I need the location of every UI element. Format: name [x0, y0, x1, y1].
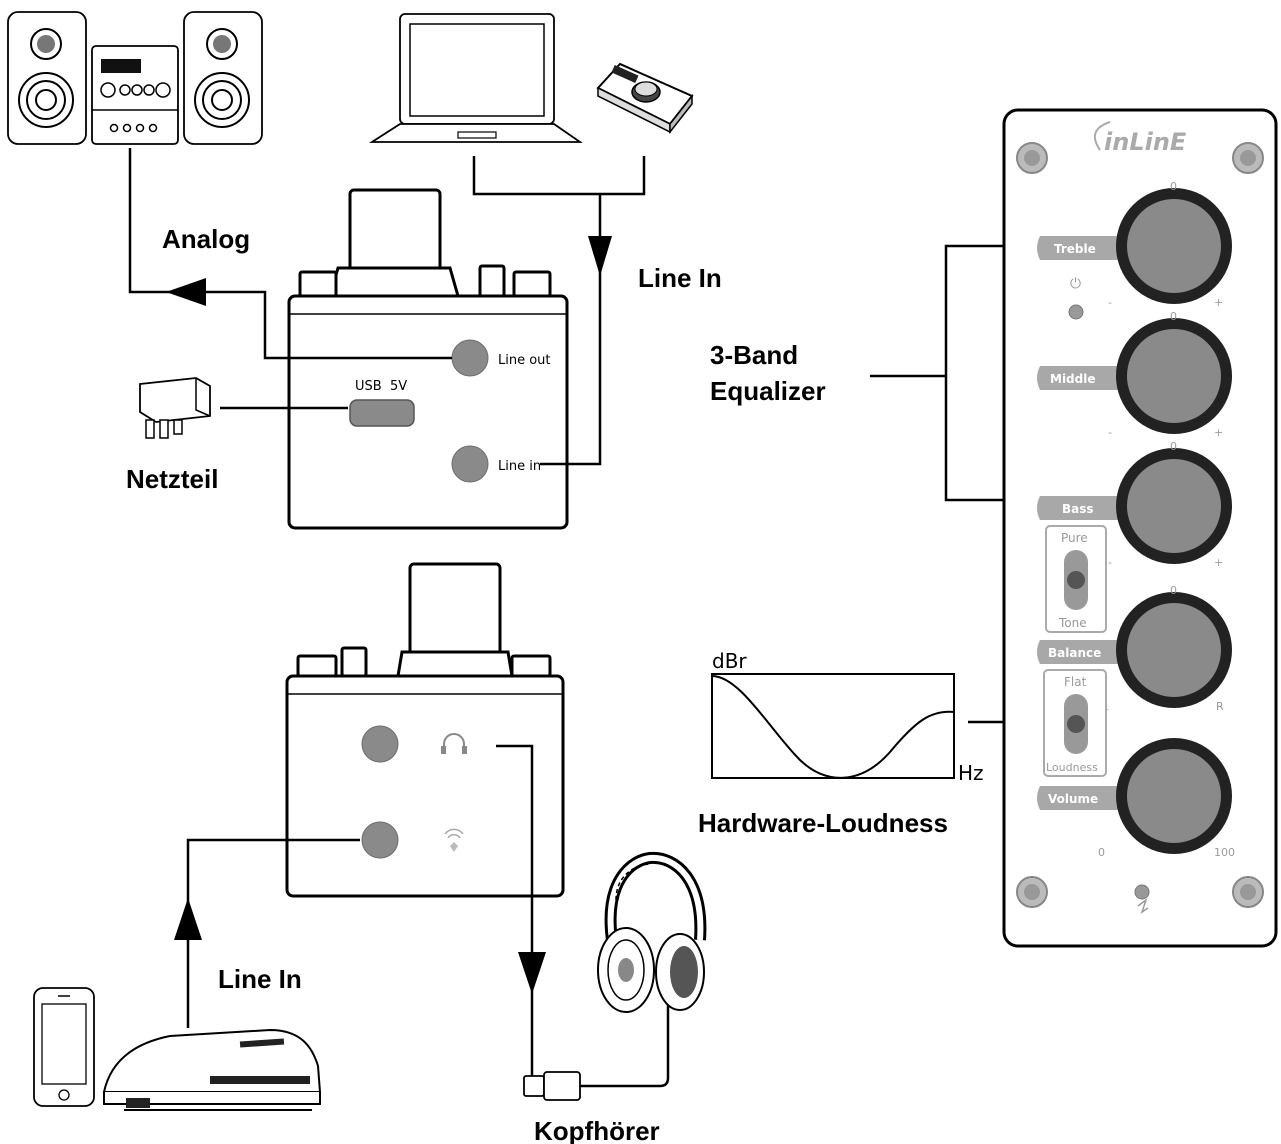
usb-dac-icon [596, 62, 694, 135]
game-console-icon [102, 1028, 322, 1111]
knob-volume[interactable]: Volume 0 100 [1037, 738, 1235, 859]
headphone-plug-icon [523, 1071, 581, 1101]
switch-loudness-label: Loudness [1046, 761, 1098, 774]
knob-middle-top: 0 [1170, 310, 1177, 323]
loudness-curve [711, 675, 955, 779]
knob-bass-max: + [1214, 556, 1223, 569]
knob-treble[interactable]: Treble 0 - + [1037, 180, 1232, 309]
status-led [1134, 884, 1150, 900]
switch-tone-label: Tone [1058, 616, 1087, 630]
knob-treble-max: + [1214, 296, 1223, 309]
knob-middle-min: - [1108, 426, 1112, 439]
laptop-icon [368, 13, 583, 143]
loudness-graph: dBr Hz [711, 649, 1046, 785]
cables-bottom [174, 744, 670, 1088]
screw-icon [1232, 876, 1264, 908]
knob-bass[interactable]: Bass 0 - + [1037, 440, 1232, 569]
headphone-cord [580, 990, 670, 1088]
equalizer-label-line2: Equalizer [710, 376, 826, 406]
equalizer-bracket [870, 244, 1046, 502]
dbr-axis-label: dBr [712, 649, 747, 673]
line-in-jack [451, 445, 489, 483]
screw-icon [1016, 876, 1048, 908]
knob-volume-min: 0 [1098, 846, 1105, 859]
analog-label: Analog [162, 224, 250, 254]
power-led [1068, 304, 1084, 320]
line-in-bottom-cable [186, 838, 360, 1028]
kopfhoerer-label: Kopfhörer [534, 1116, 660, 1144]
amplifier-device-top: Line out Line in USB 5V [287, 188, 569, 530]
smartphone-icon [33, 987, 95, 1107]
line-out-label: Line out [498, 353, 551, 368]
knob-balance-top: 0 [1170, 584, 1177, 597]
headphone-arrow [518, 952, 546, 994]
amplifier-device-bottom [285, 562, 565, 898]
knob-volume-label: Volume [1048, 792, 1098, 806]
switch-pure-tone[interactable]: Pure Tone [1045, 525, 1107, 633]
bluetooth-flash-icon [1137, 897, 1149, 914]
line-in-arrow-bottom [174, 898, 202, 940]
knob-balance[interactable]: Balance 0 L R [1037, 584, 1232, 713]
knob-bass-label: Bass [1062, 502, 1094, 516]
hardware-loudness-label: Hardware-Loudness [698, 808, 948, 838]
usb-c-port [349, 399, 415, 427]
line-in-top-label: Line In [638, 263, 722, 293]
analog-arrow [166, 278, 206, 306]
screw-icon [1016, 142, 1048, 174]
netzteil-label: Netzteil [126, 464, 218, 494]
analog-cable [128, 148, 452, 360]
knob-balance-max: R [1216, 700, 1224, 713]
knob-bass-min: - [1108, 556, 1112, 569]
line-in-source-cable [472, 156, 646, 196]
cables-top [128, 148, 646, 466]
brand-logo: inLinE [1104, 128, 1187, 156]
usb-5v-label: USB 5V [355, 379, 407, 394]
knob-treble-top: 0 [1170, 180, 1177, 193]
headphone-jack [361, 725, 399, 763]
hz-axis-label: Hz [958, 761, 984, 785]
equalizer-label-line1: 3-Band [710, 340, 798, 370]
line-in-cable [540, 194, 602, 466]
line-in-bottom-label: Line In [218, 964, 302, 994]
headphones-icon [597, 851, 707, 1013]
knob-middle-max: + [1214, 426, 1223, 439]
switch-flat-label: Flat [1064, 675, 1087, 689]
line-in-label: Line in [498, 459, 541, 474]
power-adapter-icon [139, 377, 211, 439]
knob-bass-top: 0 [1170, 440, 1177, 453]
switch-pure-label: Pure [1061, 531, 1088, 545]
line-out-jack [451, 339, 489, 377]
line-in-arrow-top [588, 236, 612, 276]
stereo-system-icon [7, 11, 263, 145]
screw-icon [1232, 142, 1264, 174]
input-small-icon [444, 828, 464, 852]
aux-in-jack [361, 821, 399, 859]
switch-flat-loudness[interactable]: Flat Loudness [1043, 669, 1107, 777]
headphones-small-icon [441, 733, 467, 754]
knob-treble-min: - [1108, 296, 1112, 309]
knob-balance-label: Balance [1048, 646, 1101, 660]
knob-middle[interactable]: Middle 0 - + [1037, 310, 1232, 439]
power-symbol-icon: ⏻ [1070, 276, 1081, 292]
control-panel: inLinE ⏻ Treble 0 - + Middle 0 - + [1002, 108, 1278, 948]
knob-middle-label: Middle [1050, 372, 1096, 386]
knob-volume-max: 100 [1214, 846, 1235, 859]
knob-treble-label: Treble [1054, 242, 1096, 256]
